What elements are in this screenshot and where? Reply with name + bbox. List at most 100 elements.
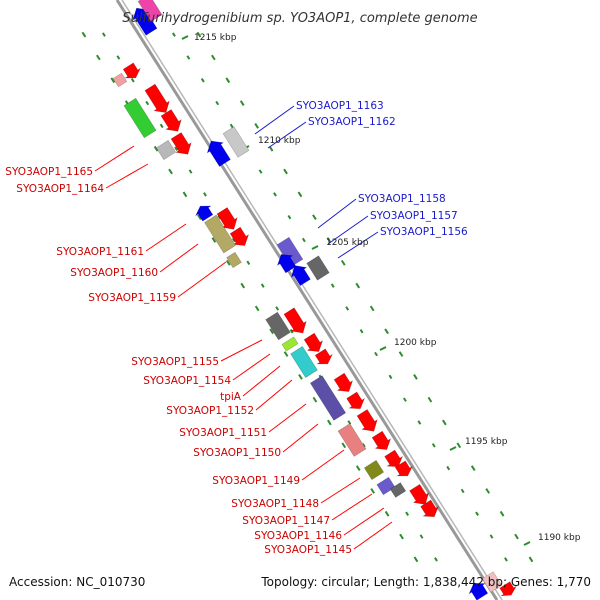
tick-mark bbox=[231, 237, 236, 243]
reverse-gene-label: SYO3AOP1_1158 bbox=[358, 193, 446, 205]
tick-mark bbox=[145, 100, 150, 106]
forward-gene bbox=[363, 459, 385, 481]
leader-line bbox=[242, 365, 281, 397]
tick-mark bbox=[225, 259, 231, 266]
tick-mark bbox=[96, 54, 101, 61]
forward-gene bbox=[170, 132, 192, 155]
leader-line bbox=[220, 339, 263, 362]
forward-gene-shape bbox=[363, 459, 385, 481]
tick-mark bbox=[116, 55, 121, 60]
forward-gene bbox=[229, 226, 250, 246]
backbone-line bbox=[115, 0, 499, 600]
tick-mark bbox=[246, 260, 251, 266]
forward-gene-label: SYO3AOP1_1165 bbox=[5, 166, 93, 178]
tick-mark bbox=[268, 145, 274, 152]
forward-gene-shape bbox=[122, 62, 142, 79]
reverse-gene bbox=[290, 265, 311, 287]
forward-gene-shape bbox=[481, 571, 503, 593]
forward-gene bbox=[144, 83, 170, 114]
forward-gene-label: SYO3AOP1_1160 bbox=[70, 267, 158, 279]
forward-gene bbox=[309, 375, 347, 421]
forward-gene-shape bbox=[389, 482, 407, 498]
reverse-gene-shape bbox=[276, 254, 297, 274]
tick-mark bbox=[283, 168, 288, 175]
tick-mark bbox=[182, 191, 188, 198]
leader-line bbox=[331, 493, 373, 521]
reverse-gene-shape bbox=[290, 265, 311, 287]
tick-mark bbox=[475, 511, 480, 516]
leader-line bbox=[268, 403, 307, 433]
forward-gene bbox=[290, 346, 318, 378]
topology-text: Topology: circular; Length: 1,838,442 bp… bbox=[260, 575, 591, 589]
forward-gene-label: SYO3AOP1_1161 bbox=[56, 246, 144, 258]
forward-gene bbox=[356, 409, 378, 432]
forward-gene bbox=[303, 332, 324, 352]
leader-line bbox=[145, 223, 187, 252]
tick-mark bbox=[186, 55, 191, 60]
tick-mark bbox=[402, 397, 407, 402]
tick-mark bbox=[197, 214, 202, 221]
tick-mark bbox=[273, 192, 277, 197]
tick-mark bbox=[405, 511, 410, 516]
tick-mark bbox=[215, 100, 220, 106]
major-tick bbox=[449, 446, 457, 451]
tick-mark bbox=[298, 374, 303, 380]
major-tick bbox=[523, 541, 531, 546]
forward-gene-shape bbox=[204, 214, 236, 254]
forward-gene-label: SYO3AOP1_1150 bbox=[193, 447, 281, 459]
tick-mark bbox=[239, 100, 245, 106]
leader-line bbox=[254, 105, 295, 135]
reverse-gene bbox=[137, 0, 163, 23]
kbp-label: 1210 kbp bbox=[258, 136, 301, 146]
forward-gene-label: SYO3AOP1_1155 bbox=[131, 356, 219, 368]
leader-line bbox=[343, 507, 385, 536]
tick-mark bbox=[398, 351, 404, 357]
tick-mark bbox=[283, 351, 289, 357]
tick-mark bbox=[340, 259, 346, 266]
tick-mark bbox=[413, 374, 418, 380]
tick-mark bbox=[240, 282, 246, 289]
backbone-line bbox=[121, 0, 503, 600]
forward-gene-shape bbox=[346, 391, 366, 410]
forward-gene bbox=[499, 581, 517, 597]
kbp-label: 1200 kbp bbox=[394, 338, 437, 348]
tick-mark bbox=[419, 534, 424, 539]
tick-mark bbox=[200, 78, 205, 83]
forward-gene-shape bbox=[123, 97, 157, 139]
forward-gene-shape bbox=[309, 375, 347, 421]
forward-gene-shape bbox=[283, 307, 307, 334]
leader-line bbox=[159, 243, 199, 273]
kbp-label: 1190 kbp bbox=[538, 533, 581, 543]
tick-mark bbox=[370, 488, 375, 494]
tick-mark bbox=[384, 510, 390, 517]
tick-mark bbox=[260, 283, 265, 288]
forward-gene bbox=[481, 571, 503, 593]
forward-gene bbox=[346, 391, 366, 410]
tick-mark bbox=[446, 465, 451, 471]
forward-gene bbox=[122, 62, 142, 79]
map-title: Sulfurihydrogenibium sp. YO3AOP1, comple… bbox=[122, 11, 477, 26]
tick-mark bbox=[528, 556, 534, 563]
forward-gene bbox=[337, 423, 367, 457]
tick-mark bbox=[110, 77, 116, 84]
leader-line bbox=[177, 261, 227, 298]
forward-gene-shape bbox=[216, 207, 238, 230]
leader-line bbox=[232, 353, 271, 381]
forward-gene-label: SYO3AOP1_1146 bbox=[254, 530, 342, 542]
tick-mark bbox=[130, 78, 135, 83]
reverse-gene-shape bbox=[468, 582, 489, 600]
forward-gene-shape bbox=[265, 311, 291, 341]
label-leader-lines bbox=[94, 105, 393, 550]
tick-mark bbox=[427, 396, 433, 403]
tick-mark bbox=[504, 557, 508, 562]
tick-mark bbox=[330, 283, 335, 288]
tick-mark bbox=[203, 192, 207, 197]
leader-line bbox=[255, 379, 293, 411]
forward-gene-label: SYO3AOP1_1151 bbox=[179, 427, 267, 439]
forward-gene bbox=[204, 214, 236, 254]
forward-gene bbox=[216, 207, 238, 230]
reverse-gene-shape bbox=[194, 205, 214, 222]
tick-mark bbox=[312, 396, 318, 403]
reverse-gene-label: SYO3AOP1_1162 bbox=[308, 116, 396, 128]
forward-gene-label: SYO3AOP1_1152 bbox=[166, 405, 254, 417]
